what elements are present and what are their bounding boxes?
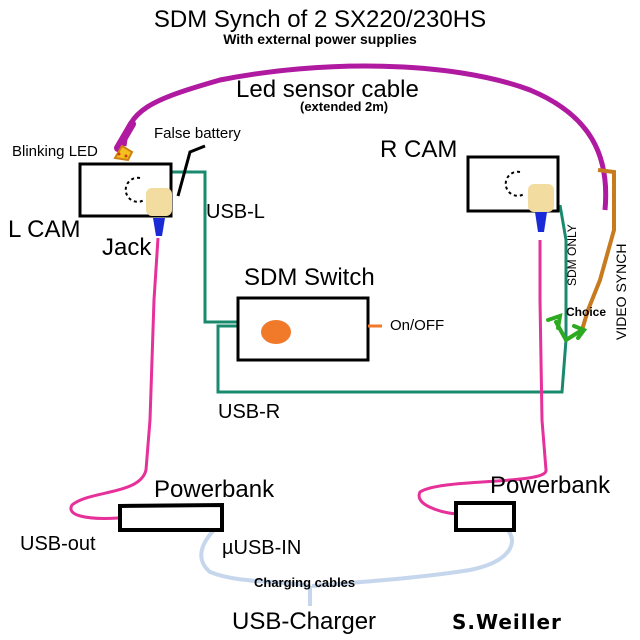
l-cam-label: L CAM <box>8 216 81 243</box>
blinking-led-label: Blinking LED <box>12 143 98 160</box>
led-sensor-cable-tip <box>114 120 136 152</box>
video-synch-cable <box>580 168 616 331</box>
sdm-switch-body <box>236 296 370 362</box>
page-subtitle: With external power supplies <box>223 31 417 47</box>
jack-label: Jack <box>102 234 152 261</box>
led-sensor-cable-label: Led sensor cable <box>236 76 419 103</box>
usb-r-label: USB-R <box>218 401 281 423</box>
led-sensor-cable <box>121 63 609 211</box>
charging-cable-right <box>311 526 514 588</box>
power-cable-left <box>69 237 160 520</box>
l-cam-jack-icon <box>153 218 165 236</box>
l-cam-body <box>78 162 173 218</box>
powerbank-right-label: Powerbank <box>490 472 611 499</box>
extended-label: (extended 2m) <box>300 99 389 114</box>
powerbank-left-label: Powerbank <box>154 476 275 503</box>
powerbank-left-body <box>118 502 224 532</box>
charging-cables-label: Charging cables <box>254 575 356 590</box>
usb-r-cable <box>216 204 568 394</box>
sdm-switch-label: SDM Switch <box>244 264 375 291</box>
r-cam-false-battery <box>528 184 554 212</box>
on-off-label: On/OFF <box>390 317 445 334</box>
usb-charger-label: USB-Charger <box>232 608 377 635</box>
page-title: SDM Synch of 2 SX220/230HS <box>153 6 487 33</box>
video-synch-label: VIDEO SYNCH <box>613 243 629 340</box>
usb-out-label: USB-out <box>20 533 96 555</box>
blinking-led-icon <box>113 144 134 162</box>
false-battery-pointer <box>176 144 206 197</box>
r-cam-jack-icon <box>535 212 547 232</box>
choice-arrows-icon <box>546 313 588 342</box>
powerbank-right-body <box>454 501 516 532</box>
micro-usb-in-label: µUSB-IN <box>222 537 302 559</box>
r-cam-label: R CAM <box>380 136 458 163</box>
sdm-only-label: SDM ONLY <box>565 224 579 286</box>
sdm-switch-button <box>261 320 291 344</box>
usb-l-label: USB-L <box>206 201 265 223</box>
l-cam-false-battery <box>146 188 172 216</box>
usb-l-cable <box>170 170 238 324</box>
charging-cable-left <box>199 528 311 588</box>
false-battery-label: False battery <box>154 125 241 142</box>
signature: S.Weiller <box>452 610 562 634</box>
choice-label: Choice <box>566 305 607 319</box>
power-cable-right <box>417 240 548 516</box>
